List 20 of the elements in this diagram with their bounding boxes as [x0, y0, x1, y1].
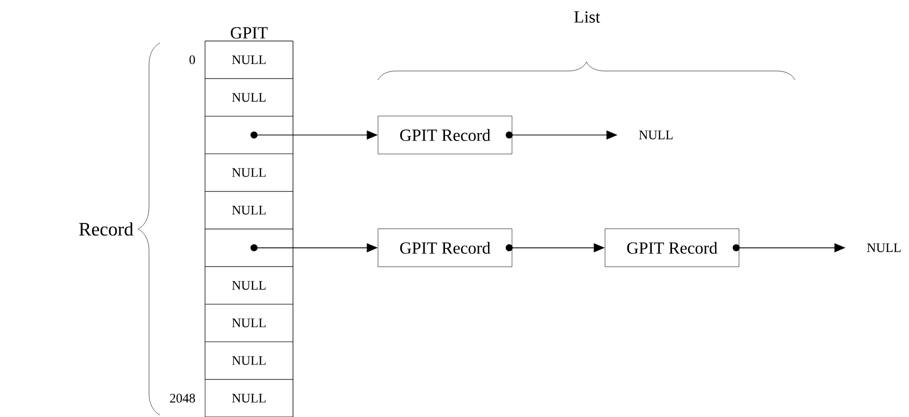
label: Record	[79, 222, 134, 236]
record-box: GPIT Record	[378, 228, 512, 267]
table-cell: NULL	[204, 40, 294, 79]
record-box: GPIT Record	[604, 228, 740, 267]
table-cell	[204, 116, 294, 154]
index-label: 0	[189, 55, 195, 64]
table-cell: NULL	[204, 154, 294, 192]
node-label: GPIT	[230, 27, 268, 39]
table-cell: NULL	[204, 304, 294, 342]
null-text: NULL	[639, 130, 673, 140]
table-cell: NULL	[204, 342, 294, 380]
table-cell	[204, 228, 294, 267]
table-cell: NULL	[204, 78, 294, 116]
table-cell: NULL	[204, 266, 294, 304]
index-label: 2048	[170, 394, 195, 403]
null-text: NULL	[867, 243, 901, 252]
record-box: GPIT Record	[378, 116, 512, 154]
table-cell: NULL	[204, 379, 294, 417]
table-cell: NULL	[204, 191, 294, 230]
label: List	[574, 11, 600, 23]
